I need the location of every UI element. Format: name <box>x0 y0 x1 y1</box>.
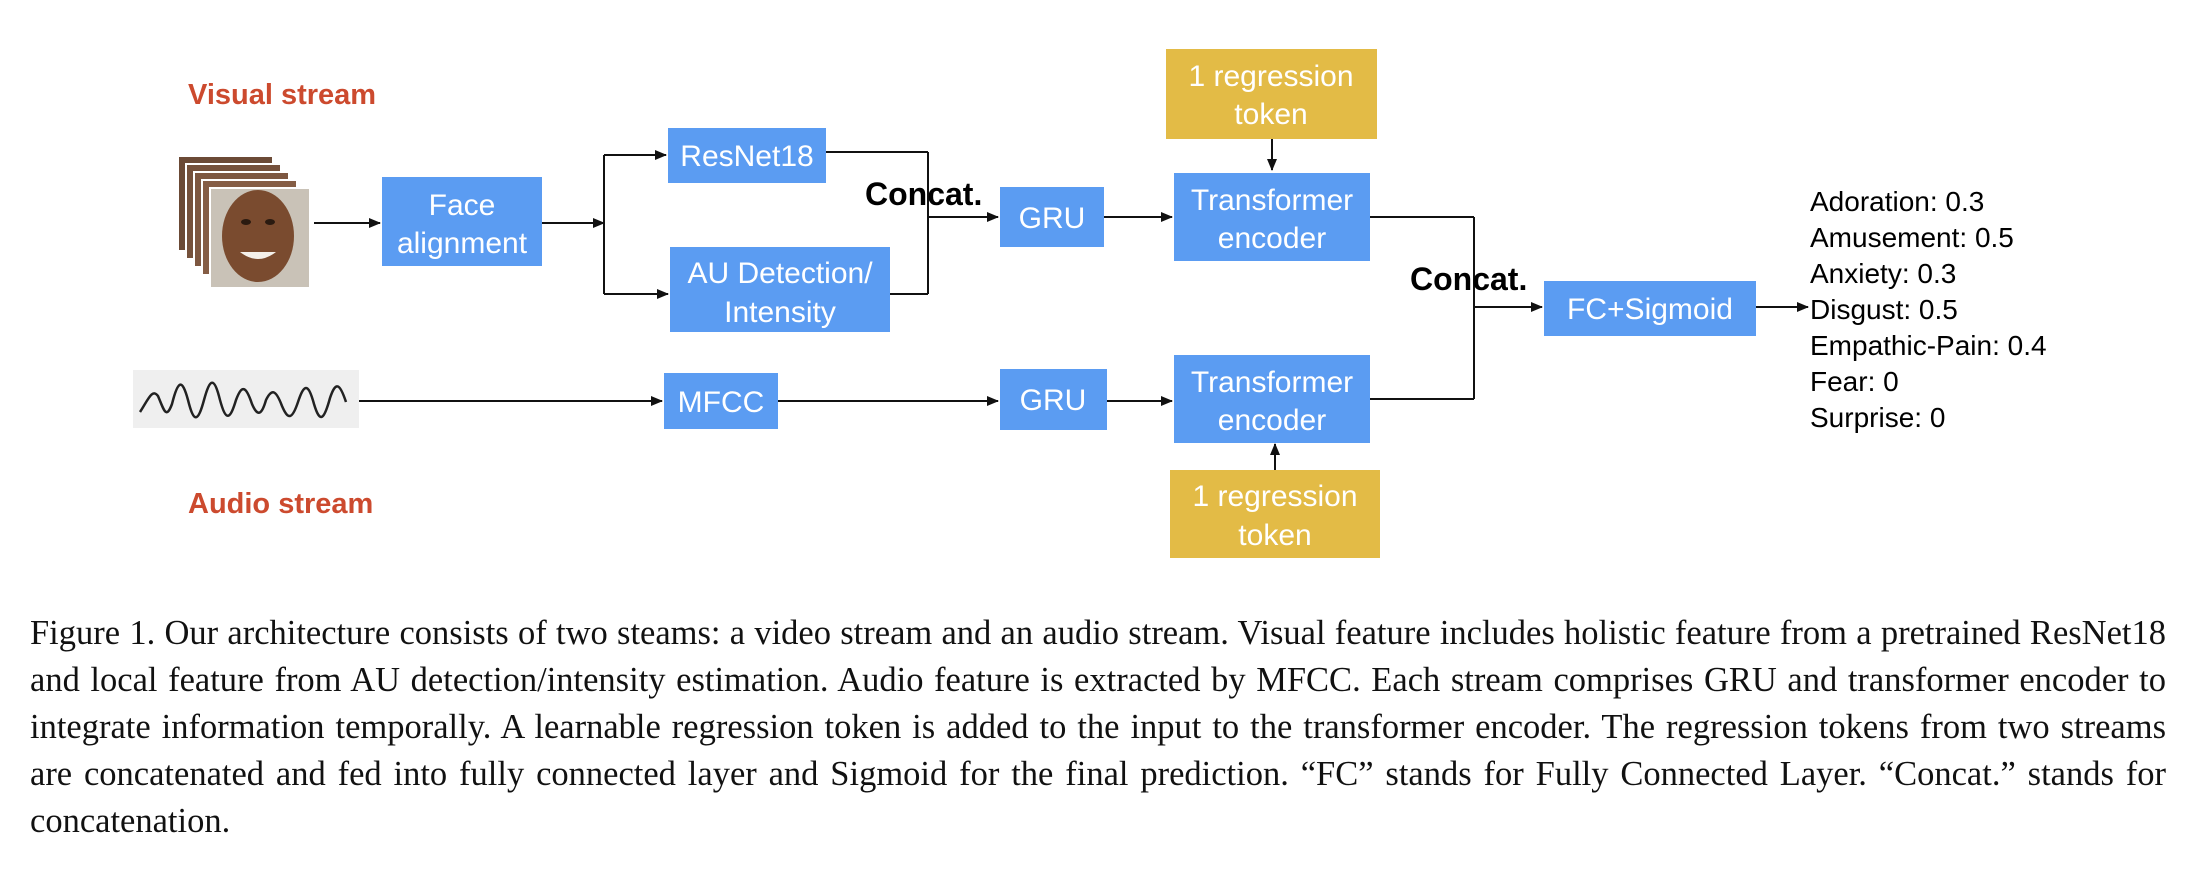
output-list: Adoration: 0.3 Amusement: 0.5 Anxiety: 0… <box>1810 186 2047 433</box>
face-alignment-box: Face alignment <box>382 177 542 266</box>
output-item: Surprise: 0 <box>1810 402 1945 433</box>
svg-text:Transformer: Transformer <box>1191 184 1353 217</box>
gru-visual-box: GRU <box>1000 187 1104 247</box>
concat-label-visual: Concat. <box>865 176 982 212</box>
svg-text:GRU: GRU <box>1020 384 1087 417</box>
gru-audio-box: GRU <box>1000 369 1107 430</box>
svg-text:token: token <box>1238 519 1311 552</box>
mfcc-box: MFCC <box>664 373 778 429</box>
output-item: Amusement: 0.5 <box>1810 222 2014 253</box>
svg-text:1 regression: 1 regression <box>1192 480 1357 513</box>
svg-text:1 regression: 1 regression <box>1188 60 1353 93</box>
svg-text:AU Detection/: AU Detection/ <box>687 257 873 290</box>
output-item: Fear: 0 <box>1810 366 1899 397</box>
transformer-encoder-audio-box: Transformer encoder <box>1174 355 1370 443</box>
regression-token-audio-box: 1 regression token <box>1170 470 1380 558</box>
svg-text:encoder: encoder <box>1218 222 1326 255</box>
svg-text:Face: Face <box>429 189 496 222</box>
output-item: Disgust: 0.5 <box>1810 294 1958 325</box>
au-detection-box: AU Detection/ Intensity <box>670 247 890 332</box>
figure-caption: Figure 1. Our architecture consists of t… <box>30 614 2166 840</box>
svg-text:Intensity: Intensity <box>724 296 836 329</box>
audio-stream-label: Audio stream <box>188 488 373 520</box>
svg-text:GRU: GRU <box>1019 202 1086 235</box>
svg-text:FC+Sigmoid: FC+Sigmoid <box>1567 293 1733 326</box>
svg-text:MFCC: MFCC <box>678 386 765 419</box>
svg-text:token: token <box>1234 98 1307 131</box>
output-item: Empathic-Pain: 0.4 <box>1810 330 2047 361</box>
audio-waveform-image <box>133 370 359 428</box>
edges <box>314 139 1809 470</box>
svg-text:Transformer: Transformer <box>1191 366 1353 399</box>
output-item: Adoration: 0.3 <box>1810 186 1984 217</box>
svg-text:ResNet18: ResNet18 <box>680 140 813 173</box>
svg-text:alignment: alignment <box>397 227 528 260</box>
resnet18-box: ResNet18 <box>668 128 826 183</box>
svg-text:encoder: encoder <box>1218 404 1326 437</box>
output-item: Anxiety: 0.3 <box>1810 258 1956 289</box>
transformer-encoder-visual-box: Transformer encoder <box>1174 173 1370 261</box>
concat-label-fusion: Concat. <box>1410 261 1527 297</box>
face-frames-image <box>177 155 311 289</box>
regression-token-visual-box: 1 regression token <box>1166 49 1377 139</box>
fc-sigmoid-box: FC+Sigmoid <box>1544 281 1756 336</box>
visual-stream-label: Visual stream <box>188 79 376 111</box>
